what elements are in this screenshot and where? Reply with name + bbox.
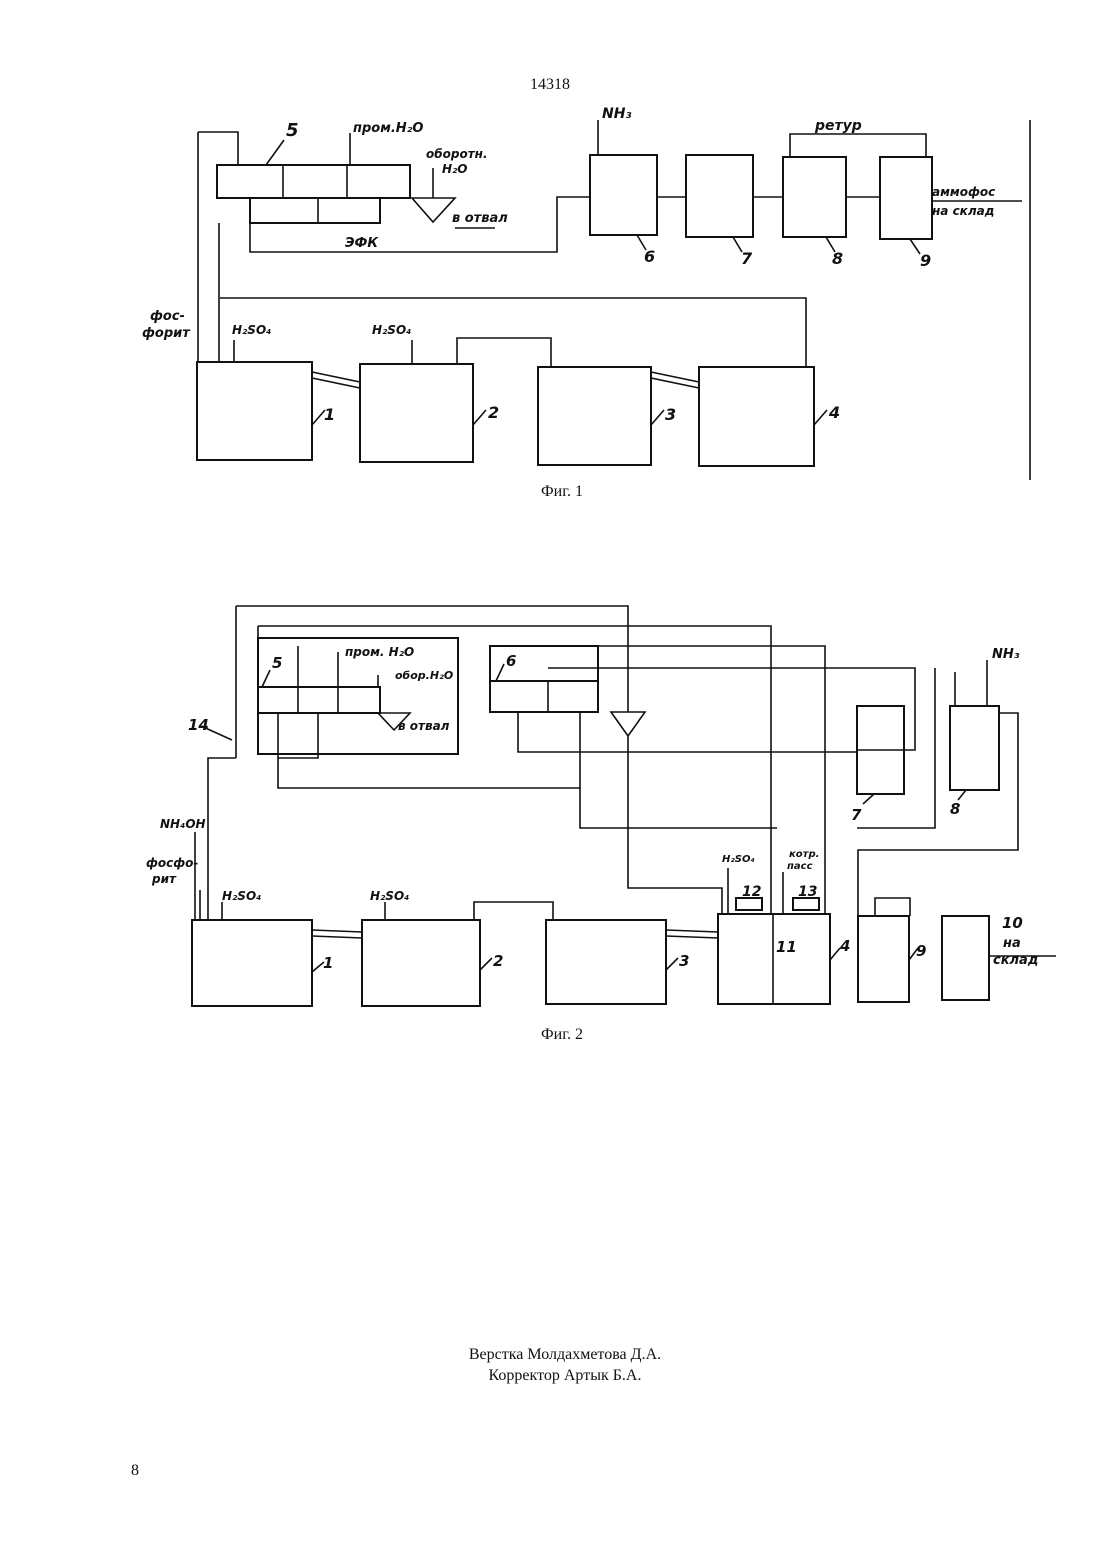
- fig2-number-3: 3: [679, 952, 689, 970]
- fig1-unit-5: [217, 165, 410, 198]
- fig2-number-11: 11: [776, 938, 797, 956]
- fig1-label-nh3: NH₃: [602, 106, 632, 122]
- fig2-label-h2so4-c: H₂SO₄: [722, 854, 755, 865]
- fig2-unit-8: [950, 706, 999, 790]
- figure-2-caption: Фиг. 2: [0, 1026, 1100, 1044]
- fig2-number-12: 12: [742, 884, 761, 900]
- fig2-number-14: 14: [188, 716, 209, 734]
- fig1-label-ammophos-1: аммофос: [932, 185, 995, 199]
- fig1-number-2: 2: [488, 403, 499, 422]
- fig2-number-13: 13: [798, 884, 817, 900]
- fig2-label-phosphorite-2: рит: [151, 872, 177, 886]
- fig1-label-recycle: ретур: [814, 118, 862, 134]
- credits-block: Верстка Молдахметова Д.А. Корректор Арты…: [0, 1344, 1100, 1386]
- fig1-unit-7: [686, 155, 753, 237]
- figure-1-caption: Фиг. 1: [0, 483, 1100, 501]
- fig2-number-10: 10: [1002, 914, 1023, 932]
- fig1-number-9: 9: [920, 251, 931, 270]
- page-number: 8: [131, 1462, 139, 1480]
- fig1-unit-1: [197, 362, 312, 460]
- fig2-number-1: 1: [323, 954, 333, 972]
- corrector-credit: Корректор Артык Б.А.: [0, 1365, 1100, 1386]
- fig1-label-efk: ЭФК: [345, 236, 379, 251]
- fig1-label-phosphorite-2: форит: [142, 326, 191, 341]
- fig2-unit-4: [718, 914, 830, 1004]
- fig2-number-4: 4: [839, 937, 850, 955]
- fig2-label-nh4oh: NH₄OH: [160, 817, 206, 831]
- fig1-unit-2: [360, 364, 473, 462]
- fig1-label-prom-h2o: пром.H₂O: [353, 121, 423, 136]
- fig2-unit-10: [942, 916, 989, 1000]
- fig1-label-oborot-1: оборотн.: [426, 147, 488, 161]
- fig1-unit-8: [783, 157, 846, 237]
- fig1-number-3: 3: [665, 405, 676, 424]
- figure-2-diagram: 1 2 3 4 5 6 7 8 9 10 11 12 13 14 пром. H…: [146, 606, 1056, 1006]
- fig1-unit-6: [590, 155, 657, 235]
- fig2-unit-1: [192, 920, 312, 1006]
- fig2-number-8: 8: [950, 800, 960, 818]
- fig1-number-6: 6: [644, 247, 655, 266]
- layout-credit: Верстка Молдахметова Д.А.: [0, 1344, 1100, 1365]
- fig1-label-phosphorite-1: фос-: [150, 309, 185, 324]
- fig2-label-nh3: NH₃: [992, 647, 1020, 662]
- fig2-unit-6: [490, 681, 598, 712]
- fig2-label-h2so4-b: H₂SO₄: [370, 889, 409, 903]
- fig1-number-1: 1: [324, 405, 335, 424]
- fig2-number-5: 5: [272, 654, 282, 672]
- fig1-label-h2so4-a: H₂SO₄: [232, 323, 271, 337]
- fig2-label-obor-h2o: обор.H₂O: [395, 669, 453, 682]
- fig1-unit-9: [880, 157, 932, 239]
- fig2-unit-5: [258, 687, 380, 713]
- fig1-number-5: 5: [286, 120, 299, 141]
- fig1-number-8: 8: [832, 249, 843, 268]
- fig2-number-9: 9: [916, 942, 926, 960]
- fig2-label-kotr-1: котр.: [789, 849, 819, 860]
- fig2-label-otval: в отвал: [398, 719, 450, 733]
- fig2-number-2: 2: [493, 952, 503, 970]
- fig1-number-4: 4: [828, 403, 840, 422]
- fig1-unit-4: [699, 367, 814, 466]
- fig1-number-7: 7: [741, 249, 753, 268]
- fig1-label-ammophos-2: на склад: [932, 204, 994, 218]
- fig2-label-phosphorite-1: фосфо-: [146, 856, 198, 870]
- fig2-label-prom-h2o: пром. H₂O: [345, 645, 414, 659]
- fig2-number-7: 7: [851, 806, 862, 824]
- fig2-label-kotr-2: пасс: [787, 861, 813, 872]
- fig2-label-na-sklad-2: склад: [993, 953, 1038, 968]
- fig2-unit-2: [362, 920, 480, 1006]
- fig2-number-6: 6: [506, 652, 516, 670]
- fig1-label-h2so4-b: H₂SO₄: [372, 323, 411, 337]
- fig1-label-otval: в отвал: [452, 211, 508, 226]
- fig2-unit-9: [858, 916, 909, 1002]
- fig2-label-na-sklad-1: на: [1003, 936, 1021, 951]
- fig2-label-h2so4-a: H₂SO₄: [222, 889, 261, 903]
- fig1-label-oborot-2: H₂O: [442, 162, 468, 176]
- figure-1-diagram: 5 1 2 3 4 6 7 8 9 пром.H₂O оборотн. H₂O …: [142, 106, 1030, 480]
- fig2-unit-3: [546, 920, 666, 1004]
- fig1-unit-3: [538, 367, 651, 465]
